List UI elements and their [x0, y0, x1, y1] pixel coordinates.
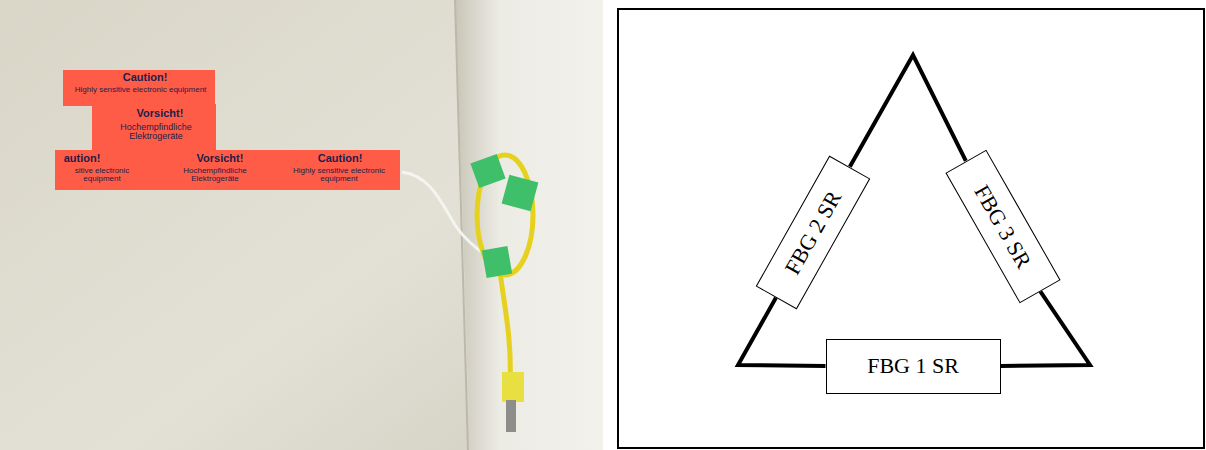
tape-text: Hochempfindliche Elektrogeräte — [100, 123, 212, 142]
tape-text: aution! — [57, 153, 107, 165]
diagram-frame — [618, 9, 1204, 448]
triangle-side — [738, 297, 826, 366]
tape-text: Vorsicht! — [110, 108, 210, 120]
wall — [0, 0, 603, 450]
fiber-tag — [502, 372, 524, 402]
tape-text: Highly sensitive electronic equipment — [280, 167, 398, 184]
green-tape — [502, 175, 539, 212]
tape-text: sitive electronic equipment — [57, 167, 147, 184]
sensor-box: FBG 1 SR — [826, 339, 1001, 394]
red-tape — [92, 104, 216, 150]
tape-text: Vorsicht! — [170, 153, 270, 165]
red-tape — [63, 70, 215, 106]
tape-text: Highly sensitive electronic equipment — [68, 86, 213, 94]
green-tape — [482, 246, 512, 278]
red-tape — [55, 150, 400, 190]
fiber-lead — [500, 272, 510, 385]
sensor-label: FBG 1 SR — [867, 353, 959, 379]
tape-text: Hochempfindliche Elektrogeräte — [160, 167, 270, 184]
wall-corner — [455, 0, 468, 450]
fiber-connector — [506, 400, 516, 432]
green-tape — [470, 154, 505, 188]
tape-text: Caution! — [290, 153, 390, 165]
tape-text: Caution! — [80, 72, 210, 84]
side-wall — [455, 0, 603, 450]
triangle-side — [1001, 291, 1091, 366]
triangle-side — [850, 55, 966, 167]
